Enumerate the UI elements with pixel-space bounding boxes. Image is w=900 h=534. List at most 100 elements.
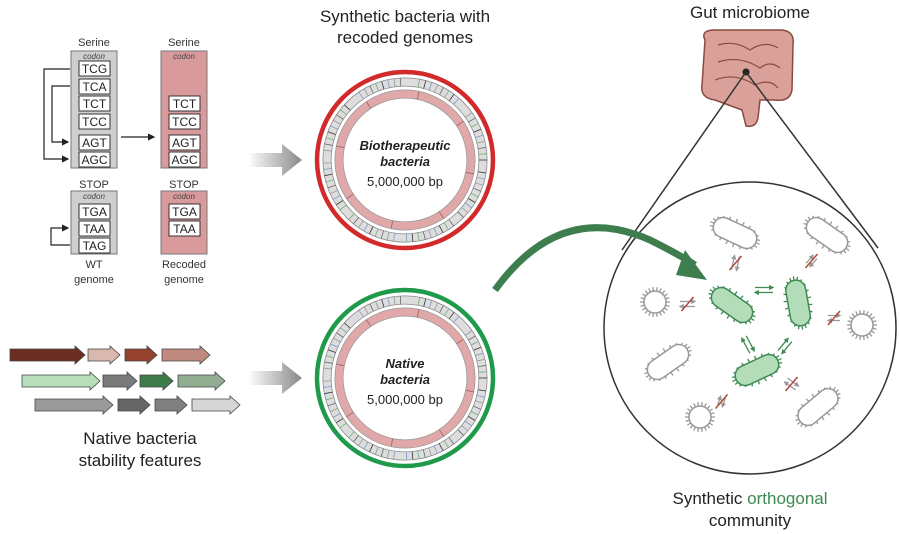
zoom-line-left [621, 71, 747, 251]
blocked-exchange-mark [804, 253, 819, 269]
blocked-exchange-mark [827, 310, 841, 326]
codon-cell [78, 203, 111, 220]
genome-outer-ring [314, 287, 496, 469]
wt-stop-label: STOP [79, 179, 109, 191]
gene-arrow [154, 395, 188, 415]
codon-label: codon [173, 192, 195, 201]
green-curved-arrow [492, 224, 697, 293]
wt-caption-2: genome [74, 274, 114, 286]
native-coccus [847, 310, 877, 340]
recoded-stop-label: STOP [169, 179, 199, 191]
native-caption-1: Native bacteria [83, 429, 197, 448]
exchange-arrow [721, 397, 727, 409]
synthetic-bacterium [783, 276, 813, 330]
codon-cell [168, 220, 201, 237]
codon-cell [78, 134, 111, 151]
recoded-serine-label: Serine [168, 37, 200, 49]
caption-prefix: Synthetic [673, 489, 748, 508]
gray-arrow-top [248, 144, 302, 176]
caption-orthogonal: orthogonal [747, 489, 827, 508]
native-caption-2: stability features [79, 451, 202, 470]
community-caption-1: Synthetic orthogonal [673, 489, 828, 508]
zoom-line-right [745, 71, 879, 249]
codon-table: Serine Serine codon codon TCG TCA TCT TCC AG… [43, 37, 208, 286]
bottom-genome-size: 5,000,000 bp [367, 392, 443, 407]
exchange-arrow [805, 254, 814, 264]
gene-arrow [124, 345, 158, 365]
blocked-exchange-mark [714, 394, 729, 409]
codon-text: AGT [172, 136, 197, 150]
codon-cell [168, 95, 201, 112]
gene-arrow [161, 345, 211, 365]
native-genome-map [314, 287, 496, 469]
gene-arrow [177, 371, 226, 391]
gut-title: Gut microbiome [690, 3, 810, 22]
codon-text: TCT [83, 97, 107, 111]
blocked-exchange-mark [784, 376, 799, 392]
center-title-1: Synthetic bacteria with [320, 7, 490, 26]
synthetic-bacterium [731, 352, 783, 388]
codon-text: TCG [82, 62, 107, 76]
community-caption-2: community [709, 511, 792, 530]
bottom-genome-name-1: Native [385, 356, 424, 371]
gene-arrow [102, 371, 138, 391]
codon-text: TAG [83, 239, 107, 253]
recode-arrow-tcg [43, 68, 70, 163]
codon-cell [78, 60, 111, 77]
recoded-caption-1: Recoded [162, 259, 206, 271]
exchange-arrow [781, 341, 793, 355]
codon-cell [168, 113, 201, 130]
native-bacterium [803, 215, 851, 255]
green-arrowhead [676, 250, 707, 280]
codon-cell [78, 151, 111, 168]
community-cells [640, 215, 877, 432]
gene-arrow [191, 395, 241, 415]
codon-text: AGC [81, 153, 107, 167]
codon-label: codon [173, 52, 195, 61]
exchange-arrow [777, 337, 789, 351]
exchange-arrow [716, 394, 722, 406]
exchange-arrow [745, 335, 755, 352]
native-coccus [640, 287, 670, 317]
codon-label: codon [83, 192, 105, 201]
top-genome-name-1: Biotherapeutic [359, 138, 451, 153]
codon-text: AGT [82, 136, 107, 150]
wt-serine-label: Serine [78, 37, 110, 49]
gene-arrow [87, 345, 121, 365]
codon-text: TCT [173, 97, 197, 111]
gut-icon [701, 29, 794, 128]
codon-text: TCA [83, 80, 107, 94]
recode-arrow-tca [51, 85, 70, 146]
wt-caption-1: WT [85, 259, 102, 271]
codon-cell [78, 113, 111, 130]
codon-text: TAA [83, 222, 105, 236]
gene-arrow [139, 371, 174, 391]
synthetic-bacterium [708, 285, 756, 325]
native-bacterium [644, 342, 692, 382]
codon-text: AGC [171, 153, 197, 167]
exchange-arrow [741, 337, 751, 354]
codon-cell [168, 151, 201, 168]
codon-text: TCC [82, 115, 107, 129]
gene-arrow [21, 371, 101, 391]
top-genome-name-2: bacteria [380, 154, 430, 169]
codon-cell [78, 220, 111, 237]
blocked-exchange-mark [680, 296, 695, 312]
native-bacterium [795, 386, 841, 428]
biotherapeutic-genome-map [314, 69, 496, 251]
codon-text: TGA [172, 205, 197, 219]
gene-arrow [117, 395, 151, 415]
codon-cell [168, 134, 201, 151]
codon-text: TCC [172, 115, 197, 129]
gene-arrow [34, 395, 114, 415]
bottom-genome-name-2: bacteria [380, 372, 430, 387]
stop-recode-arrow [50, 224, 70, 246]
codon-label: codon [83, 52, 105, 61]
native-coccus [685, 402, 715, 432]
codon-cell [168, 203, 201, 220]
genome-outer-ring [314, 69, 496, 251]
exchange-arrow [809, 258, 818, 268]
blocked-exchange-mark [728, 255, 743, 271]
top-genome-size: 5,000,000 bp [367, 174, 443, 189]
